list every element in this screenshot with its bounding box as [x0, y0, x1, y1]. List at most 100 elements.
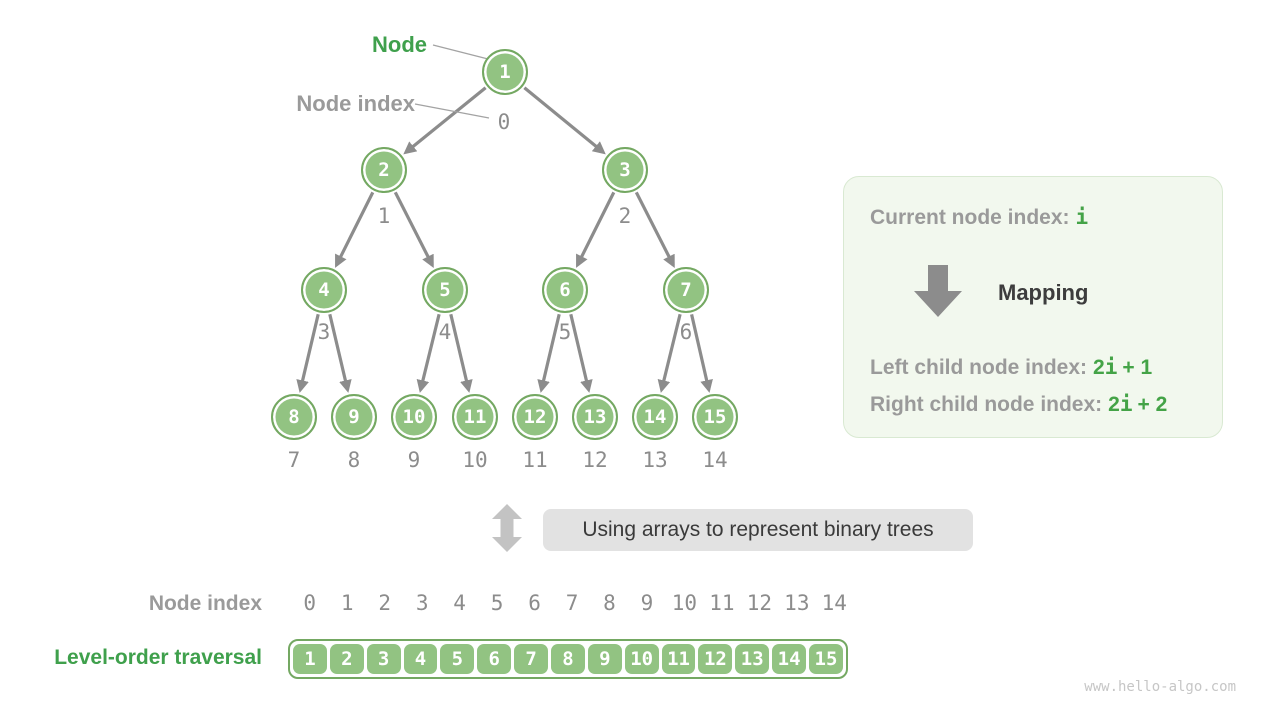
tree-node: 13 [572, 394, 618, 440]
tree-node: 5 [422, 267, 468, 313]
left-formula-coef: 2 [1093, 356, 1105, 379]
right-formula-rest: + 2 [1137, 393, 1168, 416]
tree-node-index: 2 [618, 204, 632, 228]
array-index: 5 [490, 591, 504, 615]
tree-node-index: 7 [287, 448, 301, 472]
watermark: www.hello-algo.com [1084, 679, 1236, 695]
array-index: 3 [415, 591, 429, 615]
tree-node: 8 [271, 394, 317, 440]
left-child-prefix: Left child node index: [870, 356, 1088, 379]
tree-node-index: 1 [377, 204, 391, 228]
tree-node-index: 10 [462, 448, 488, 472]
edge-2-4 [335, 191, 375, 268]
current-node-index-value: i [1075, 205, 1089, 229]
array-cell: 5 [440, 644, 475, 674]
array-node-index-label: Node index [148, 592, 262, 615]
edge-1-3 [523, 86, 606, 155]
tree-node: 3 [602, 147, 648, 193]
tree-node-index: 13 [642, 448, 668, 472]
tree-node: 7 [663, 267, 709, 313]
tree-node: 6 [542, 267, 588, 313]
node-callout-label: Node [372, 32, 427, 57]
tree-node: 10 [391, 394, 437, 440]
array-cell: 3 [366, 644, 401, 674]
edge-4-9 [328, 313, 352, 393]
edge-2-5 [393, 191, 434, 268]
mapping-label: Mapping [998, 280, 1089, 305]
array-index: 11 [709, 591, 735, 615]
edge-6-13 [569, 313, 593, 393]
tree-node-index: 11 [522, 448, 548, 472]
right-formula-coef: 2 [1108, 393, 1120, 416]
array-cell: 10 [624, 644, 659, 674]
current-node-index-prefix: Current node index: [870, 206, 1070, 229]
array-index: 2 [378, 591, 391, 615]
array-index: 1 [340, 591, 354, 615]
array-cell: 8 [551, 644, 585, 674]
array-cell: 2 [329, 644, 364, 674]
current-node-index-line: Current node index:i [870, 205, 1088, 230]
tree-node: 4 [301, 267, 347, 313]
tree-node-index: 12 [582, 448, 608, 472]
tree-node-index: 0 [497, 110, 511, 134]
right-child-prefix: Right child node index: [870, 393, 1103, 416]
tree-node-index: 3 [317, 320, 331, 344]
array-cell: 14 [772, 644, 807, 674]
node-index-label-pointer-line [414, 103, 490, 119]
tree-node: 12 [512, 394, 558, 440]
array-index: 4 [453, 591, 466, 615]
right-formula-var: i [1119, 392, 1133, 416]
left-formula-var: i [1104, 355, 1118, 379]
array-cell: 11 [661, 644, 696, 674]
node-index-callout-label: Node index [296, 91, 415, 116]
array-index: 10 [671, 591, 698, 615]
node-label-pointer-line [432, 44, 489, 60]
array-cell: 15 [809, 644, 843, 674]
left-child-formula-line: Left child node index:2i+ 1 [870, 355, 1152, 380]
tree-node: 2 [361, 147, 407, 193]
tree-node-index: 4 [438, 320, 452, 344]
edge-7-14 [657, 313, 682, 393]
tree-node-index: 5 [558, 320, 572, 344]
tree-node-index: 14 [702, 448, 728, 472]
array-index: 14 [821, 591, 847, 615]
mapping-down-arrow-icon [914, 265, 962, 317]
array-cell: 7 [514, 644, 549, 674]
edge-3-7 [634, 191, 675, 268]
level-order-traversal-label: Level-order traversal [54, 646, 262, 669]
array-cell: 12 [698, 644, 733, 674]
array-cell: 9 [587, 644, 622, 674]
array-index: 13 [784, 591, 810, 615]
tree-node-index: 8 [347, 448, 361, 472]
node-index-row: 0 1 2 3 4 5 6 7 8 9 10 11 12 13 14 [291, 591, 853, 615]
array-cell: 13 [735, 644, 770, 674]
updown-arrow-icon [492, 504, 522, 552]
array-cell: 1 [293, 644, 327, 674]
tree-node: 15 [692, 394, 738, 440]
array-index: 7 [565, 591, 579, 615]
level-order-array: 1 2 3 4 5 6 7 8 9 10 11 12 13 14 15 [288, 639, 848, 679]
array-index: 9 [640, 591, 654, 615]
edge-5-10 [416, 313, 441, 393]
tree-node: 11 [452, 394, 498, 440]
array-index: 6 [528, 591, 541, 615]
caption-pill: Using arrays to represent binary trees [543, 509, 973, 551]
tree-node-index: 6 [679, 320, 693, 344]
edge-5-11 [449, 313, 473, 393]
right-child-formula-line: Right child node index:2i+ 2 [870, 392, 1167, 417]
tree-node: 1 [482, 49, 528, 95]
tree-node-index: 9 [407, 448, 421, 472]
tree-node: 9 [331, 394, 377, 440]
array-cell: 6 [477, 644, 512, 674]
edge-3-6 [576, 191, 616, 268]
array-index: 8 [603, 591, 616, 615]
left-formula-rest: + 1 [1122, 356, 1153, 379]
edge-7-15 [690, 314, 713, 393]
tree-node: 14 [632, 394, 678, 440]
array-cell: 4 [403, 644, 438, 674]
edge-6-12 [537, 313, 561, 393]
array-index: 12 [746, 591, 772, 615]
array-index: 0 [303, 591, 317, 615]
